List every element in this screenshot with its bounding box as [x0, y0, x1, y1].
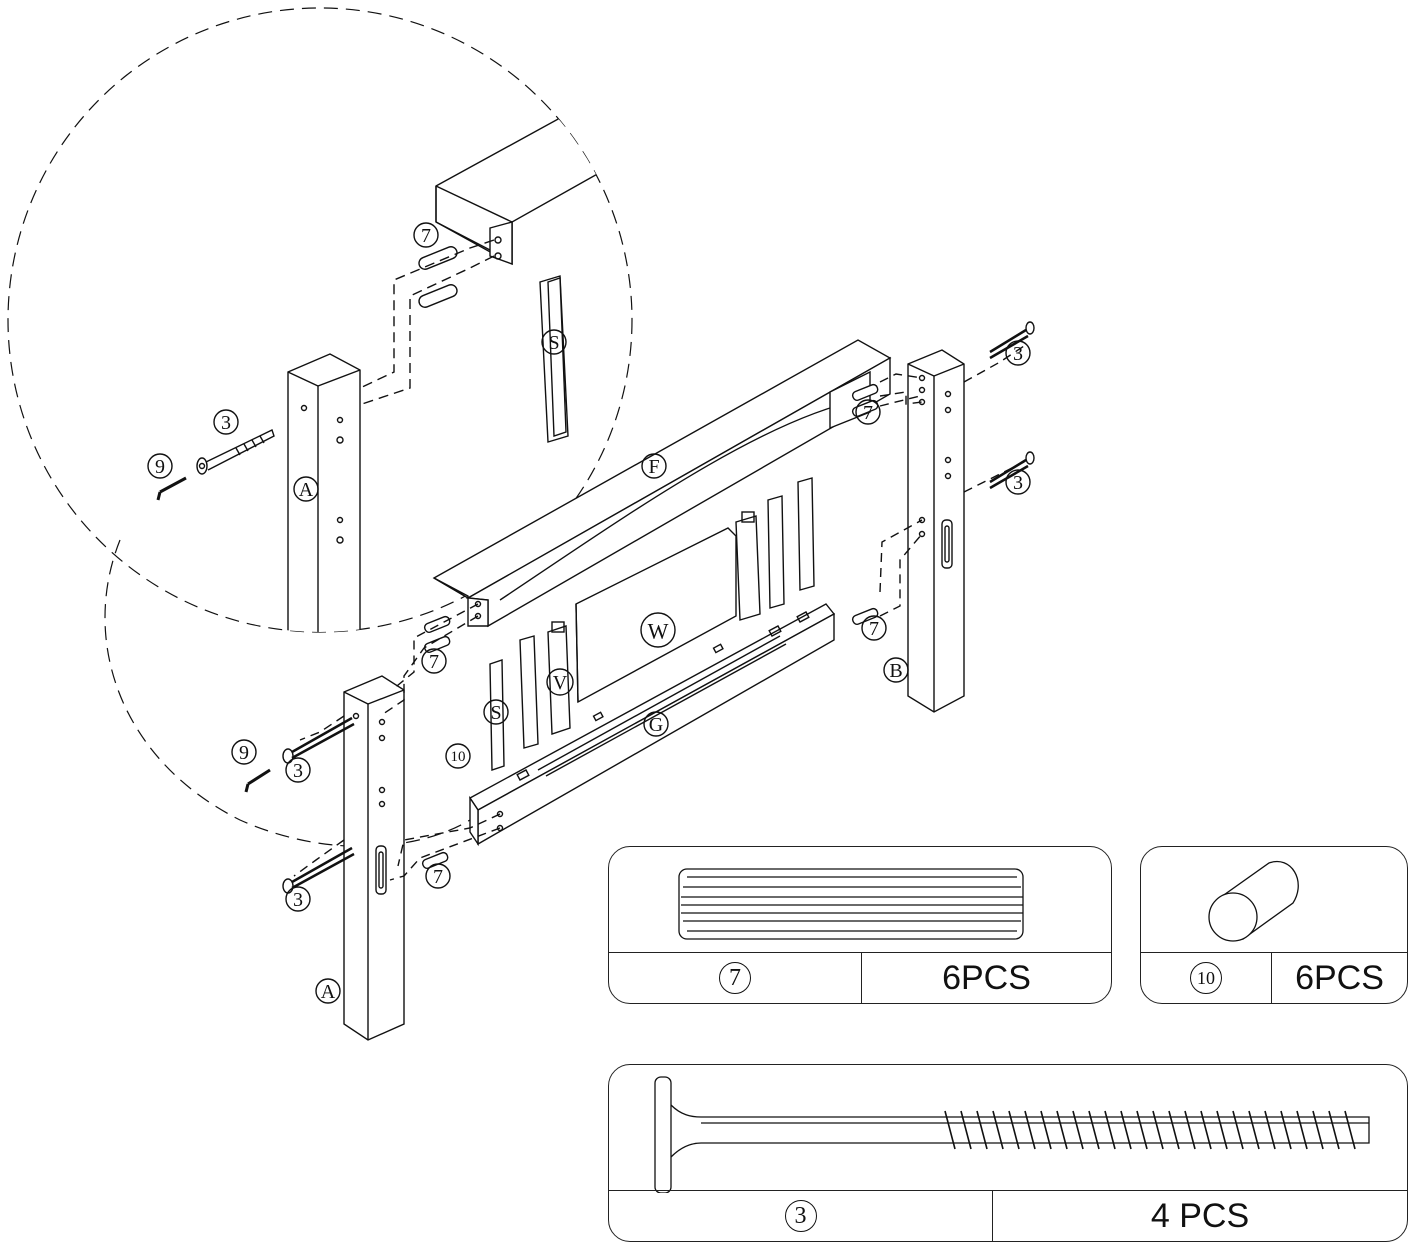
- parts-box-bolt: 3 4 PCS: [608, 1064, 1408, 1242]
- screw-thread: [1264, 1110, 1276, 1150]
- screw-thread: [960, 1110, 972, 1150]
- cylinder-nut-icon: [1208, 860, 1299, 942]
- callout-W: W: [648, 619, 669, 644]
- callout-labels: [147, 222, 1031, 1004]
- callout-3-top: 3: [1013, 343, 1023, 365]
- screw-thread: [1248, 1110, 1260, 1150]
- dowel-quantity: 6PCS: [861, 953, 1111, 1003]
- screw-thread: [1328, 1110, 1340, 1150]
- screw-thread: [1184, 1110, 1196, 1150]
- screw-thread: [1216, 1110, 1228, 1150]
- callout-F: F: [648, 456, 659, 478]
- screw-thread: [1200, 1110, 1212, 1150]
- callout-10: 10: [451, 749, 466, 765]
- parts-box-cylinder: 10 6PCS: [1140, 846, 1408, 1004]
- screw-thread: [1312, 1110, 1324, 1150]
- post-B-right: [907, 349, 965, 713]
- callout-zoom-7: 7: [421, 225, 431, 247]
- post-A-left: [343, 675, 405, 1041]
- screw-thread: [1344, 1110, 1356, 1150]
- callout-G: G: [649, 714, 663, 736]
- wooden-dowel-icon: [678, 868, 1024, 940]
- screw-thread: [1136, 1110, 1148, 1150]
- slats: [489, 477, 815, 771]
- screw-thread: [1024, 1110, 1036, 1150]
- dowel-part-number: 7: [719, 962, 751, 994]
- callout-B: B: [889, 660, 902, 682]
- bottom-rail-G: [468, 603, 836, 847]
- callout-zoom-A: A: [299, 479, 314, 501]
- bolt-screw-icon: [654, 1076, 1370, 1194]
- bolt-quantity: 4 PCS: [992, 1191, 1407, 1241]
- screw-thread: [1168, 1110, 1180, 1150]
- screw-thread: [976, 1110, 988, 1150]
- bolt-part-number: 3: [784, 1200, 817, 1232]
- callout-7-bottom: 7: [433, 866, 443, 888]
- screw-thread: [1040, 1110, 1052, 1150]
- callout-zoom-S: S: [548, 332, 559, 354]
- screw-thread: [1072, 1110, 1084, 1150]
- zoom-allen-key: [156, 476, 187, 501]
- callout-3-left: 3: [293, 760, 303, 782]
- screw-thread: [1296, 1110, 1308, 1150]
- callout-zoom-3: 3: [221, 412, 231, 434]
- parts-box-dowel: 7 6PCS: [608, 846, 1112, 1004]
- callout-A: A: [321, 981, 336, 1003]
- cylinder-quantity: 6PCS: [1271, 953, 1407, 1003]
- screw-thread: [1120, 1110, 1132, 1150]
- screw-thread: [1008, 1110, 1020, 1150]
- callout-zoom-9: 9: [155, 456, 165, 478]
- allen-key-main: [244, 768, 271, 793]
- screw-thread: [1232, 1110, 1244, 1150]
- screw-thread: [1280, 1110, 1292, 1150]
- callout-S: S: [490, 702, 501, 724]
- screw-thread: [1056, 1110, 1068, 1150]
- screw-thread: [944, 1110, 956, 1150]
- callout-3-mid: 3: [1013, 472, 1023, 494]
- center-panel-W: [575, 527, 737, 704]
- cylinder-part-number: 10: [1190, 962, 1222, 994]
- callout-7-right: 7: [869, 618, 879, 640]
- assembly-guides: [293, 345, 1025, 881]
- zoom-top-rail: [435, 117, 632, 266]
- screw-thread: [1104, 1110, 1116, 1150]
- callout-V: V: [553, 672, 568, 694]
- screw-thread: [1088, 1110, 1100, 1150]
- top-rail-F: [432, 339, 892, 628]
- screw-thread: [992, 1110, 1004, 1150]
- callout-7-top: 7: [863, 402, 873, 424]
- zoom-dowels: [418, 246, 458, 308]
- detail-source-arc: [104, 539, 471, 847]
- callout-3-bottom: 3: [293, 889, 303, 911]
- screw-thread: [1152, 1110, 1164, 1150]
- callout-9: 9: [239, 742, 249, 764]
- zoom-bolt: [196, 429, 275, 475]
- zoom-post: [287, 353, 361, 632]
- callout-7-left-top: 7: [429, 651, 439, 673]
